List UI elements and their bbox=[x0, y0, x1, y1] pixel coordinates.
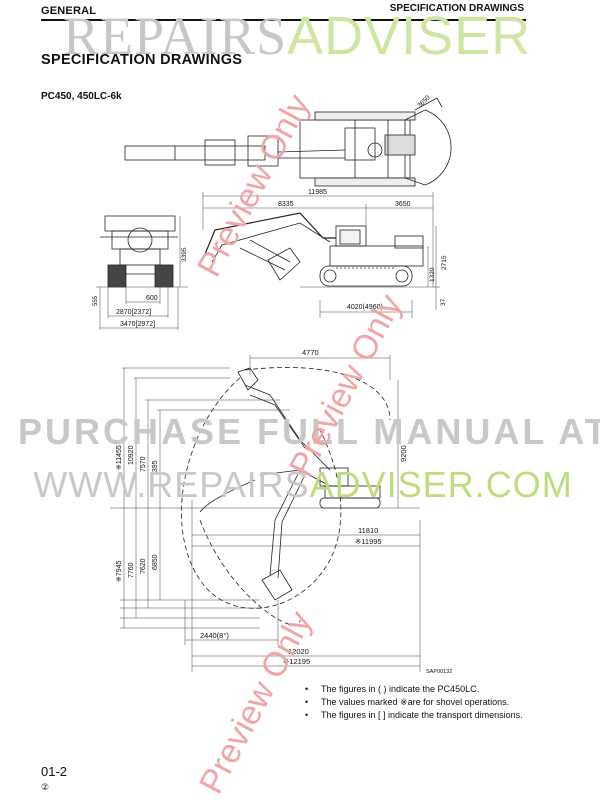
dim-1320: 1320 bbox=[429, 267, 436, 282]
dim-600: 600 bbox=[146, 295, 158, 302]
dim-37: 37 bbox=[440, 298, 447, 306]
dim-12020: 12020 bbox=[288, 647, 309, 656]
note-item: The figures in [ ] indicate the transpor… bbox=[303, 709, 553, 722]
watermark-logo-right: ADVISER bbox=[287, 6, 532, 66]
page-title: SPECIFICATION DRAWINGS bbox=[41, 52, 243, 68]
dim-11810: 11810 bbox=[358, 526, 378, 535]
dim-3470: 3470[2972] bbox=[120, 321, 155, 328]
note-item: The figures in ( ) indicate the PC450LC. bbox=[303, 683, 553, 696]
watermark-logo: REPAIRSADVISER bbox=[63, 6, 531, 66]
notes-list: The figures in ( ) indicate the PC450LC.… bbox=[303, 683, 553, 722]
dim-3395: 3395 bbox=[181, 247, 188, 262]
dim-7570: 7570 bbox=[140, 456, 147, 472]
model-label: PC450, 450LC-6k bbox=[41, 91, 122, 102]
top-view-drawing bbox=[124, 97, 452, 187]
working-range-dimensions bbox=[110, 355, 421, 672]
side-view-dimensions bbox=[202, 192, 440, 318]
header-rule bbox=[41, 19, 526, 21]
side-view-drawing bbox=[202, 212, 424, 287]
header-chapter: SPECIFICATION DRAWINGS bbox=[389, 3, 524, 14]
watermark-url-right: ADVISER.COM bbox=[309, 464, 573, 505]
watermark-url: WWW.REPAIRSADVISER.COM bbox=[18, 464, 588, 506]
dim-555: 555 bbox=[93, 295, 99, 306]
dim-3650: 3650 bbox=[395, 201, 411, 208]
dim-4020: 4020(4960) bbox=[347, 304, 383, 311]
dim-12195: ※12195 bbox=[283, 657, 310, 666]
dim-7620: 7620 bbox=[140, 558, 147, 574]
dim-7760: 7760 bbox=[128, 562, 135, 578]
dim-11455: ※11455 bbox=[116, 445, 123, 470]
note-item: The values marked ※are for shovel operat… bbox=[303, 696, 553, 709]
dim-7395: 7395 bbox=[152, 460, 159, 476]
watermark-purchase: PURCHASE FULL MANUAL AT bbox=[18, 411, 600, 452]
watermark-logo-left: REPAIRS bbox=[63, 6, 288, 66]
dim-11995: ※11995 bbox=[355, 537, 382, 546]
dim-2870: 2870[2372] bbox=[116, 309, 151, 316]
working-range-drawing bbox=[181, 367, 391, 626]
dim-4770: 4770 bbox=[302, 348, 319, 357]
dim-6850: 6850 bbox=[152, 554, 159, 570]
revision-mark: ② bbox=[41, 782, 50, 792]
dim-8335: 8335 bbox=[278, 201, 294, 208]
dim-7945: ※7945 bbox=[116, 560, 123, 582]
header-section: GENERAL bbox=[41, 5, 97, 17]
watermark-url-left: WWW.REPAIRS bbox=[33, 464, 310, 505]
front-view-dimensions bbox=[96, 216, 188, 330]
figure-code: SAP00132 bbox=[426, 669, 452, 675]
dim-10920: 10920 bbox=[128, 445, 135, 465]
dim-11985: 11985 bbox=[308, 189, 327, 196]
page-number: 01-2 bbox=[41, 764, 68, 779]
dim-2440: 2440(8°) bbox=[200, 631, 229, 640]
front-view-drawing bbox=[100, 215, 178, 288]
dim-2715: 2715 bbox=[441, 255, 448, 270]
dim-9200: 9200 bbox=[399, 445, 408, 462]
